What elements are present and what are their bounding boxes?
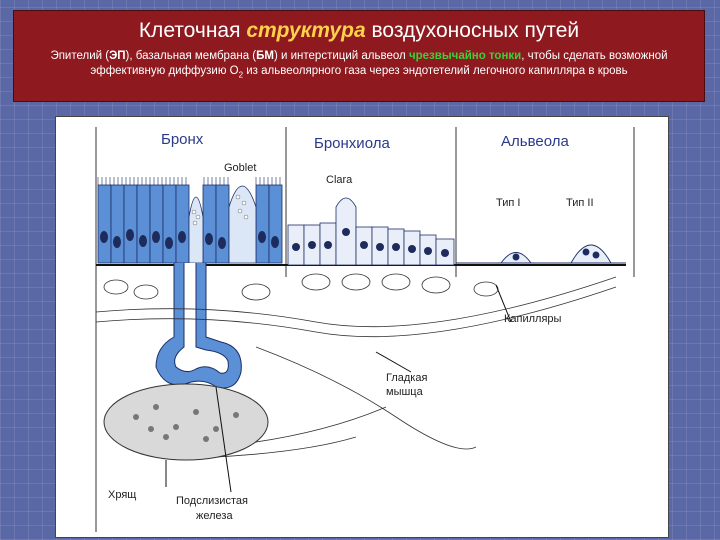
airway-diagram: Бронх Бронхиола Альвеола Goblet Clara Ти… bbox=[55, 116, 669, 538]
submucosal-gland bbox=[155, 263, 242, 389]
slide-title: Клеточная структура воздухоносных путей bbox=[138, 19, 580, 42]
label-goblet: Goblet bbox=[224, 162, 257, 174]
alveolar-wall bbox=[456, 244, 626, 264]
label-bronchiole: Бронхиола bbox=[314, 135, 390, 152]
tissue-illustration bbox=[95, 127, 635, 532]
nuclei bbox=[100, 229, 279, 249]
slide-subtitle: Эпителий (ЭП), базальная мембрана (БМ) и… bbox=[50, 50, 668, 80]
section-dividers bbox=[95, 127, 635, 532]
label-clara: Clara bbox=[326, 174, 353, 186]
cilia bbox=[97, 177, 281, 185]
cartilage bbox=[103, 383, 269, 461]
goblet-cells bbox=[188, 185, 257, 264]
label-gland-2: железа bbox=[196, 510, 233, 522]
title-banner: Клеточная структура воздухоносных путей … bbox=[13, 10, 705, 102]
label-capillaries: Капилляры bbox=[504, 313, 562, 325]
label-type-i: Тип I bbox=[496, 197, 521, 209]
label-type-ii: Тип II bbox=[566, 197, 594, 209]
label-gland-1: Подслизистая bbox=[176, 495, 248, 507]
bronchiole-epithelium bbox=[287, 197, 455, 266]
label-cartilage: Хрящ bbox=[108, 489, 137, 501]
label-smooth-muscle-1: Гладкая bbox=[386, 372, 428, 384]
bronchiole-nuclei bbox=[292, 228, 449, 257]
label-bronchus: Бронх bbox=[161, 131, 204, 148]
label-alveolus: Альвеола bbox=[501, 133, 569, 150]
label-smooth-muscle-2: мышца bbox=[386, 386, 423, 398]
title-emphasis: структура bbox=[246, 19, 366, 42]
emphasis-green: чрезвычайно тонки bbox=[408, 50, 522, 62]
